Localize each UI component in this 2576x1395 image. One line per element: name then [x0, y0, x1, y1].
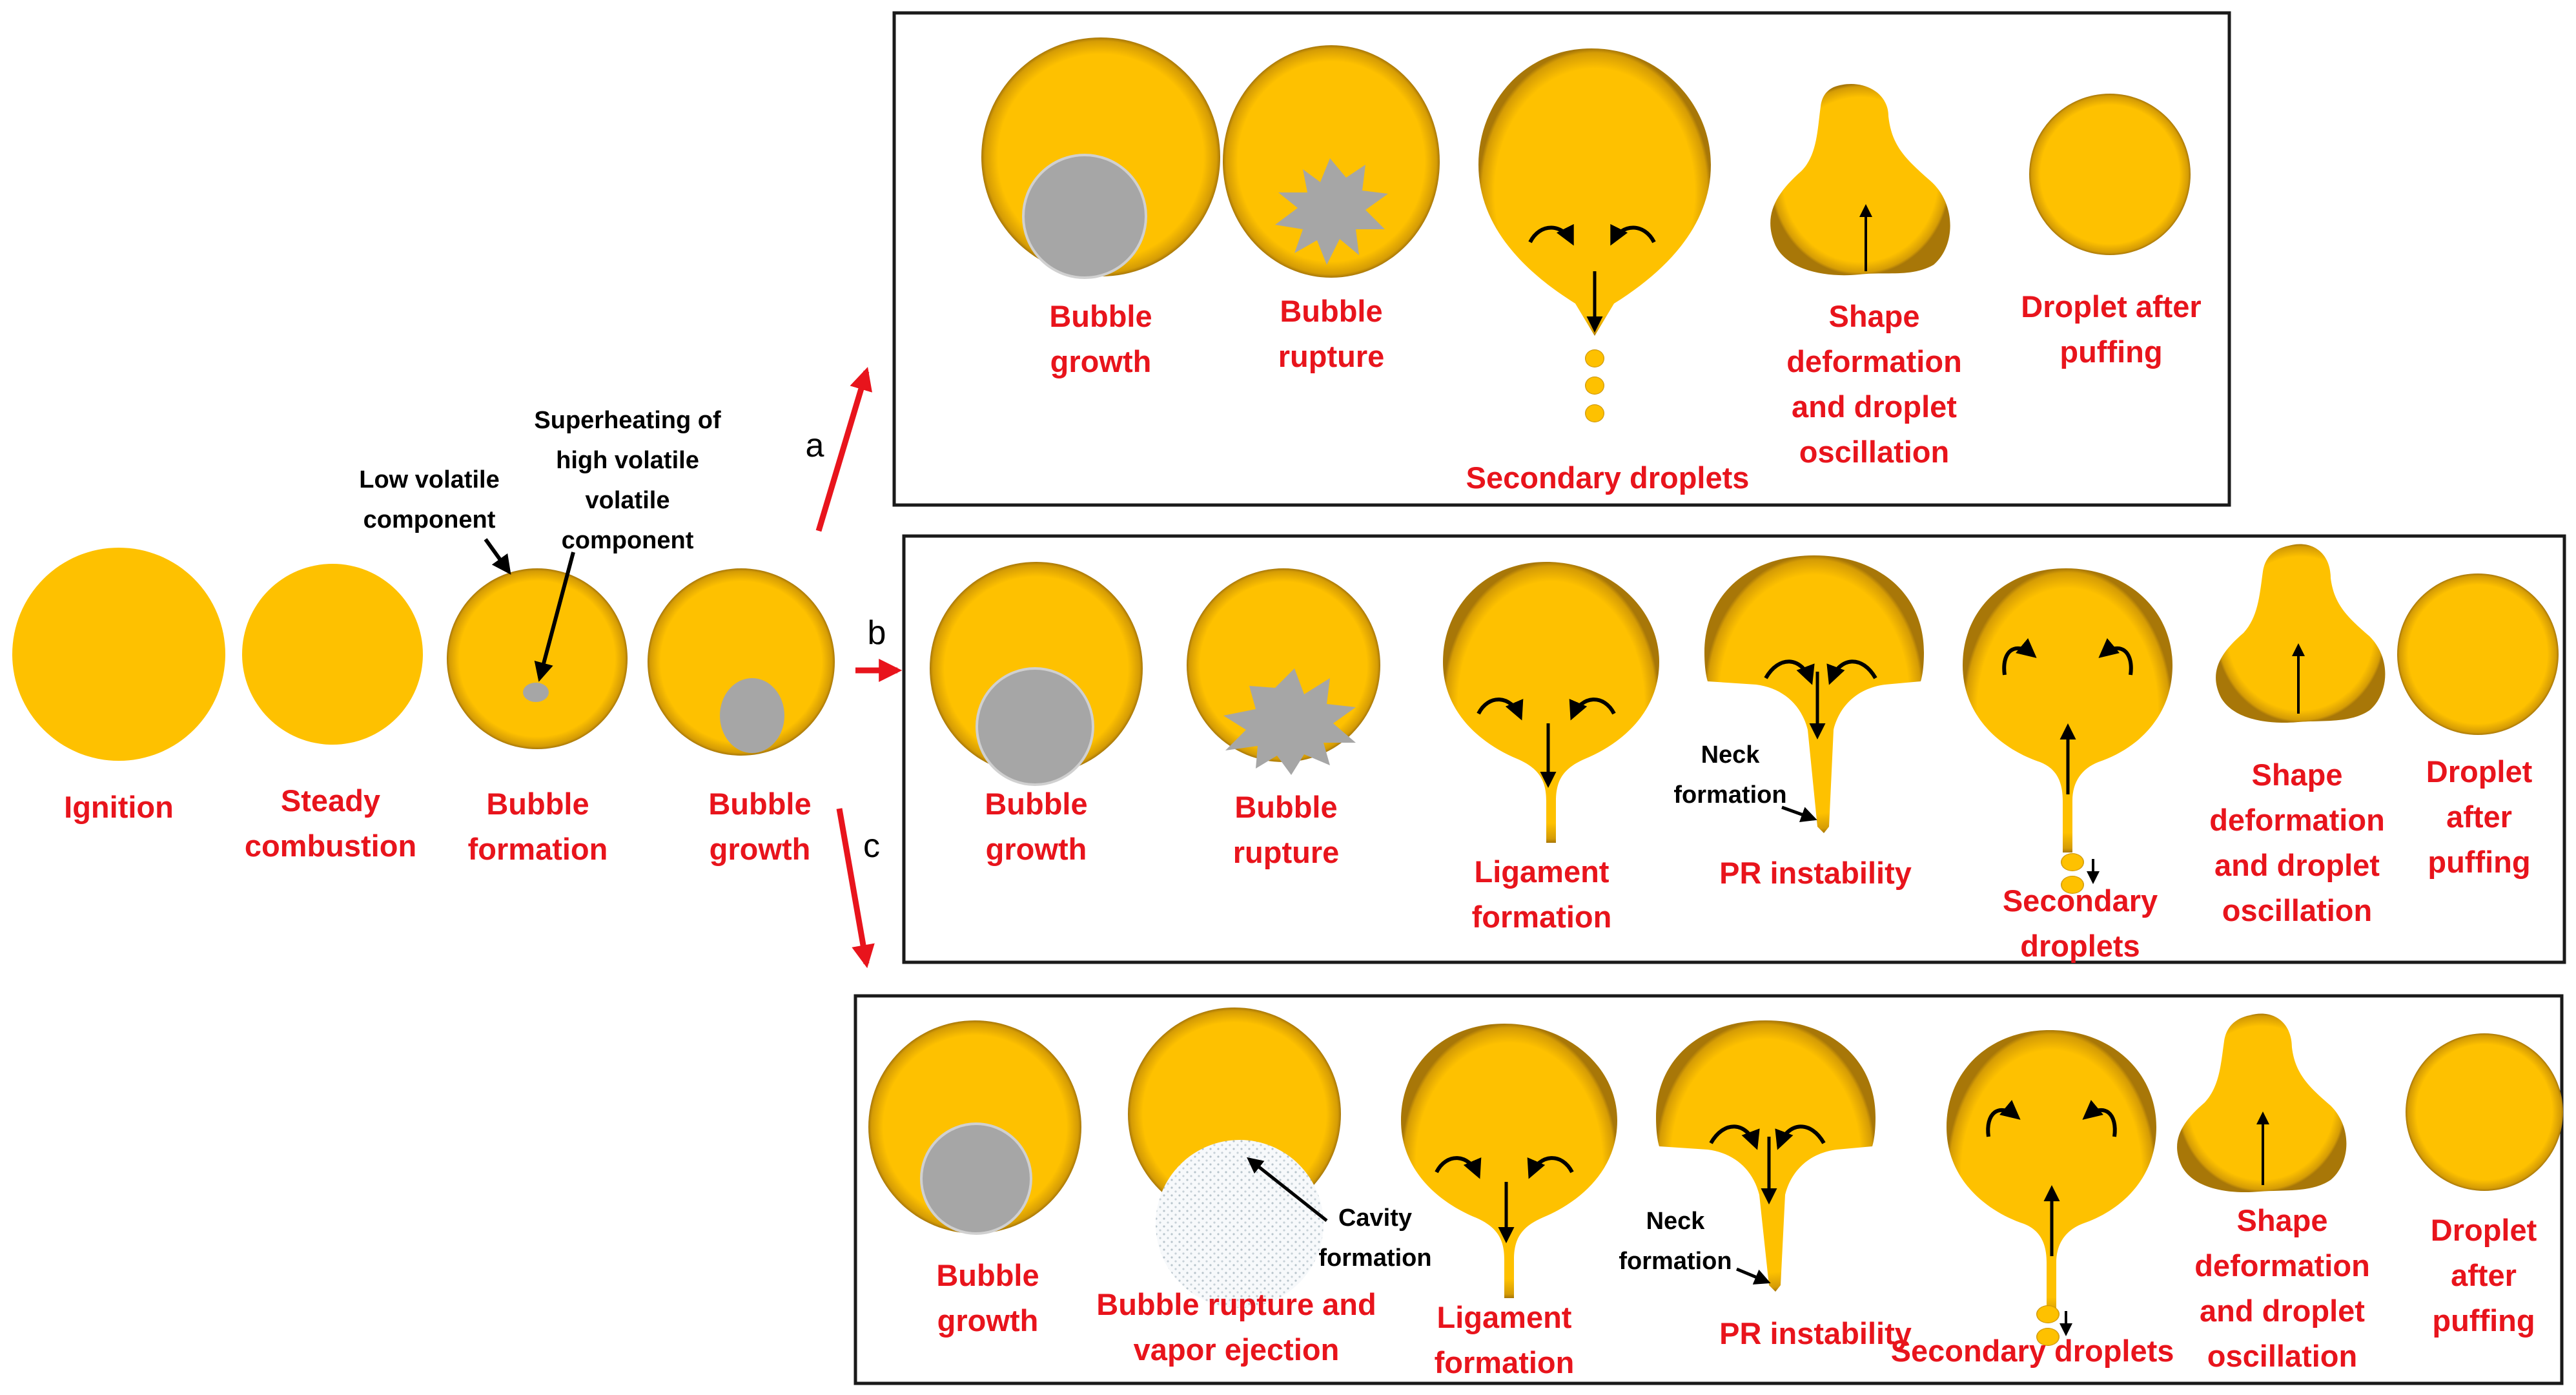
a-secondary-droplet-3: [1585, 404, 1604, 422]
c-deformed-droplet: [2177, 1013, 2347, 1193]
c-pr-flow-right: [1775, 1124, 1826, 1150]
c-label-ligament-formation: Ligament formation: [1434, 1300, 1575, 1380]
b-neck-arrow: [1781, 805, 1817, 822]
low-volatile-arrow: [484, 538, 511, 575]
c-sec-flow-right: [2082, 1100, 2117, 1137]
b-label-bubble-rupture: Bubble rupture: [1232, 790, 1340, 869]
stage-label-bubble-formation: Bubble formation: [467, 787, 608, 866]
a-deformed-droplet: [1770, 84, 1950, 276]
a-ligament-droplet: [1478, 48, 1711, 336]
b-pr-flow-left: [1764, 659, 1815, 685]
c-label-droplet-after-puffing: Droplet after puffing: [2430, 1213, 2537, 1338]
c-neck-arrow: [1736, 1267, 1771, 1285]
b-ligament-droplet: [1443, 562, 1659, 843]
path-label-a: a: [805, 427, 824, 464]
steady-combustion-droplet: [242, 564, 423, 745]
a-growth-bubble: [1022, 154, 1147, 279]
b-secondary-small-1: [2061, 853, 2084, 871]
b-ligament-flow-left: [1477, 698, 1524, 721]
path-c-box: [854, 994, 2564, 1385]
ignition-droplet: [12, 548, 225, 761]
c-label-shape-deformation: Shape deformation and droplet oscillatio…: [2194, 1203, 2370, 1373]
path-a-box: [892, 11, 2231, 507]
c-label-bubble-rupture: Bubble rupture and vapor ejection: [1096, 1287, 1376, 1367]
a-secondary-droplet-1: [1585, 349, 1604, 367]
a-flow-left: [1528, 223, 1574, 246]
b-label-shape-deformation: Shape deformation and droplet oscillatio…: [2209, 758, 2385, 927]
a-flow-right: [1610, 223, 1656, 246]
a-label-bubble-growth: Bubble growth: [1049, 299, 1152, 378]
b-rupture-burst: [1223, 668, 1356, 775]
c-ligament-flow-left: [1435, 1156, 1482, 1179]
stage-label-ignition: Ignition: [64, 790, 174, 824]
c-sec-flow-left: [1986, 1100, 2021, 1137]
a-label-bubble-rupture: Bubble rupture: [1278, 294, 1385, 373]
b-secondary-small-2: [2061, 876, 2084, 894]
b-label-secondary-droplets: Secondary droplets: [2002, 884, 2158, 963]
b-label-droplet-after-puffing: Droplet after puffing: [2426, 754, 2533, 879]
annotation-low-volatile: Low volatile component: [359, 466, 500, 533]
c-label-pr-instability: PR instability: [1719, 1316, 1912, 1350]
c-secondary-small-2: [2036, 1328, 2060, 1346]
branch-arrow-a: [815, 367, 872, 532]
c-final-droplet: [2406, 1033, 2563, 1191]
growing-bubble: [720, 678, 784, 753]
stage-label-steady-combustion: Steady combustion: [244, 783, 417, 863]
a-label-droplet-after-puffing: Droplet after puffing: [2021, 289, 2202, 369]
branch-arrow-c: [836, 808, 875, 969]
c-ligament-droplet: [1401, 1024, 1617, 1298]
path-label-c: c: [863, 827, 880, 865]
path-label-b: b: [867, 614, 886, 652]
c-pr-droplet: [1656, 1020, 1876, 1292]
c-cavity: [1156, 1140, 1324, 1308]
a-final-droplet: [2029, 94, 2191, 255]
a-label-shape-deformation: Shape deformation and droplet oscillatio…: [1786, 299, 1962, 469]
stage-label-bubble-growth: Bubble growth: [708, 787, 812, 866]
superheating-arrow: [534, 552, 575, 682]
bubble-formation-droplet: [447, 568, 628, 749]
annotation-superheating: Superheating of high volatile volatile c…: [534, 407, 721, 554]
c-label-secondary-droplets: Secondary droplets: [1890, 1334, 2174, 1368]
b-deformed-droplet: [2216, 544, 2386, 723]
a-rupture-burst: [1275, 158, 1388, 265]
b-pr-droplet: [1704, 555, 1924, 833]
c-cavity-arrow: [1247, 1157, 1328, 1222]
c-annotation-neck-formation: Neck formation: [1619, 1208, 1732, 1275]
b-secondary-droplet-body: [1963, 568, 2172, 852]
a-secondary-droplet-2: [1585, 377, 1604, 395]
c-label-bubble-growth: Bubble growth: [936, 1258, 1039, 1338]
small-bubble: [523, 683, 549, 702]
b-ligament-flow-right: [1569, 698, 1616, 721]
c-pr-flow-left: [1709, 1124, 1760, 1150]
b-growth-bubble: [976, 667, 1094, 786]
b-sec-flow-right: [2098, 638, 2133, 676]
c-growth-bubble: [920, 1122, 1032, 1235]
b-pr-flow-right: [1826, 659, 1877, 685]
c-secondary-droplet-body: [1947, 1030, 2156, 1318]
path-b-box: [902, 534, 2566, 964]
c-ligament-flow-right: [1527, 1156, 1574, 1179]
bubble-growth-droplet: [648, 568, 835, 756]
b-sec-flow-left: [2002, 638, 2037, 676]
b-label-ligament-formation: Ligament formation: [1471, 854, 1612, 934]
a-label-secondary-droplets: Secondary droplets: [1466, 460, 1750, 495]
b-annotation-neck-formation: Neck formation: [1673, 741, 1787, 809]
b-label-pr-instability: PR instability: [1719, 856, 1912, 890]
c-annotation-cavity-formation: Cavity formation: [1318, 1204, 1432, 1272]
c-secondary-small-1: [2036, 1305, 2060, 1323]
b-final-droplet: [2397, 574, 2559, 735]
b-label-bubble-growth: Bubble growth: [985, 787, 1088, 866]
